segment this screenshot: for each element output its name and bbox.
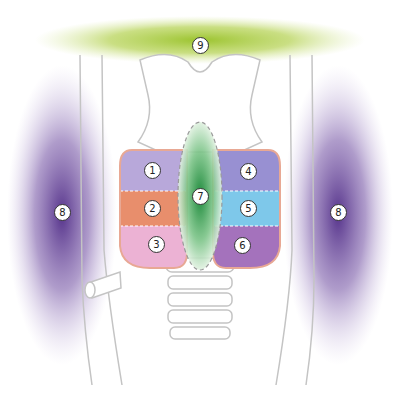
callout-number: 9: [192, 37, 209, 54]
callout-number: 1: [144, 162, 161, 179]
callout-number: 4: [240, 163, 257, 180]
callout-number: 5: [240, 200, 257, 217]
callout-number: 7: [192, 188, 209, 205]
purple-region: [283, 65, 393, 365]
lobe-outline: [120, 150, 187, 268]
lobe-outline: [213, 150, 280, 268]
neck-outline: [80, 55, 314, 385]
callout-number: 6: [234, 237, 251, 254]
callout-number: 3: [148, 236, 165, 253]
callout-number: 8: [330, 204, 347, 221]
tube: [85, 272, 121, 298]
callout-number: 2: [144, 200, 161, 217]
purple-region: [7, 65, 117, 365]
isthmus-region: [178, 122, 222, 270]
callout-number: 8: [54, 204, 71, 221]
green-band: [35, 16, 365, 64]
